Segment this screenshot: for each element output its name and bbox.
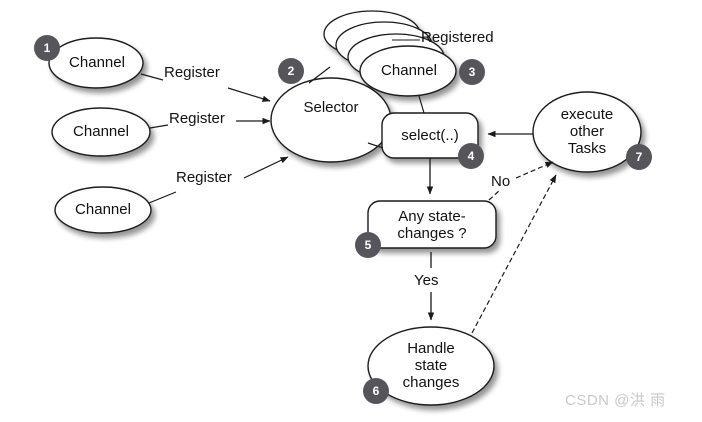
edge-selector-to-select [367,142,384,149]
node-shape-selector [270,77,392,163]
edge-register-3 [148,157,288,204]
node-shape-execute-other-tasks [532,91,642,173]
edge-register-2 [149,121,270,128]
step-badge-2: 2 [278,58,304,84]
edge-label-registered: Registered [421,29,494,46]
edge-label-no: No [491,173,511,190]
edge-label-yes: Yes [414,272,439,289]
step-badge-4: 4 [458,143,484,169]
csdn-watermark: CSDN @洪 雨 [565,392,666,409]
step-badge-6: 6 [363,378,389,404]
node-shape-channel-1 [48,37,144,89]
step-badge-1: 1 [34,35,60,61]
step-badge-7: 7 [626,144,652,170]
edge-label-register-3: Register [176,169,232,186]
edge-handle-to-execute [471,174,557,334]
node-shape-registered-channel-1 [359,45,457,97]
edge-label-register-2: Register [169,110,225,127]
edge-label-register-1: Register [164,64,220,81]
step-badge-5: 5 [355,232,381,258]
edge-registered-to-select [418,95,425,114]
node-shape-channel-2 [51,107,151,157]
node-shape-channel-3 [54,186,152,234]
edge-register-1 [140,73,270,101]
edge-selector-to-registered [308,66,331,84]
node-shape-any-state-changes [367,200,497,249]
step-badge-3: 3 [459,59,485,85]
edge-no-to-execute [488,162,553,201]
